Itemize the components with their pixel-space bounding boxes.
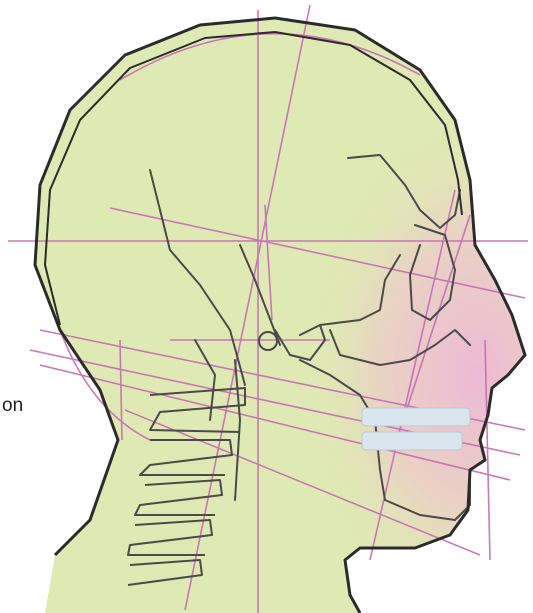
upper-teeth bbox=[362, 408, 470, 426]
edge-label: on bbox=[2, 395, 23, 417]
lower-teeth bbox=[362, 432, 462, 450]
